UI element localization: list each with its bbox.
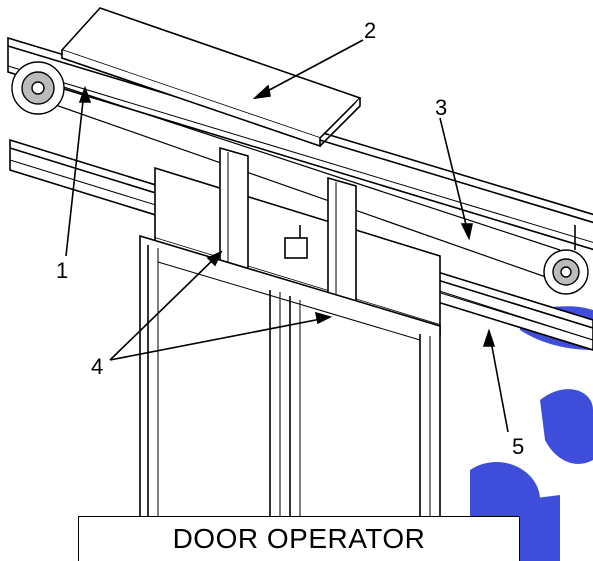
caption-box: DOOR OPERATOR [78,516,520,561]
callout-2: 2 [364,18,376,43]
figure-caption: DOOR OPERATOR [172,523,426,554]
callout-3: 3 [435,95,447,120]
cover-plate [60,7,362,148]
header-beam [7,36,593,251]
right-pulley [543,249,589,295]
callout-1: 1 [56,258,68,283]
left-pulley [11,61,65,115]
callout-5: 5 [512,434,524,459]
door-panels [139,234,441,561]
drive-belt [29,75,561,283]
callout-4: 4 [91,354,103,379]
leader-lines [65,39,509,433]
